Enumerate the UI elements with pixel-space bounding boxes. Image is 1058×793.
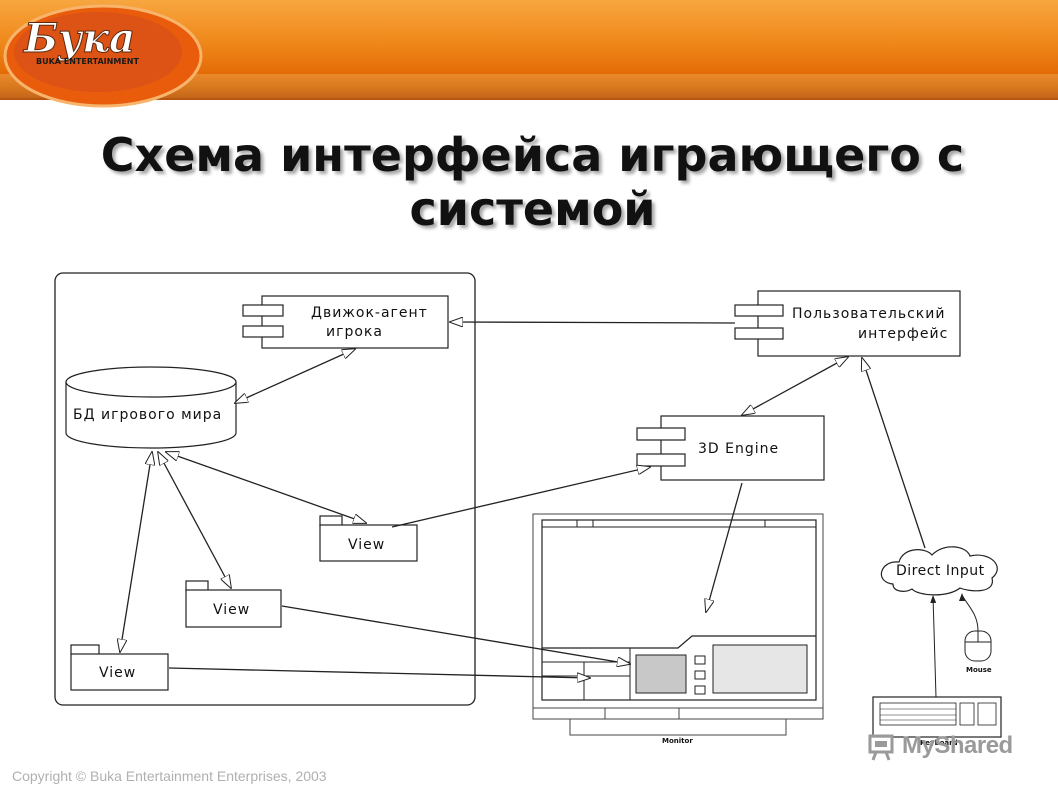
- view-package-3: View: [70, 644, 169, 691]
- direct-input-cloud: Direct Input: [880, 546, 998, 596]
- monitor-device: Monitor: [532, 513, 824, 745]
- user-interface-component: Пользовательский интерфейс: [734, 290, 961, 357]
- arrow-ui-to-agent: [450, 322, 736, 323]
- arrow-view3-to-monitor: [168, 667, 590, 678]
- user-interface-label-2: интерфейс: [858, 326, 948, 342]
- logo-subtext: BUKA ENTERTAINMENT: [36, 57, 139, 66]
- view-package-2: View: [185, 580, 282, 628]
- keyboard-label: Keyboard: [920, 739, 958, 747]
- view-1-label: View: [348, 537, 385, 553]
- view-package-1: View: [319, 515, 418, 562]
- arrow-directinput-to-ui: [862, 358, 926, 549]
- player-agent-label-2: игрока: [326, 324, 383, 340]
- view-2-label: View: [213, 602, 250, 618]
- world-db-label: БД игрового мира: [73, 407, 222, 423]
- system-boundary: [54, 272, 476, 706]
- arrow-db-view3: [120, 452, 152, 652]
- user-interface-label-1: Пользовательский: [792, 306, 945, 322]
- monitor-label: Monitor: [662, 737, 693, 745]
- arrow-view2-to-monitor: [281, 605, 630, 664]
- engine-3d-label: 3D Engine: [698, 441, 779, 457]
- view-3-label: View: [99, 665, 136, 681]
- title-line-2: системой: [409, 182, 656, 236]
- watermark-text: MyShared: [902, 732, 1013, 759]
- arrow-view1-to-engine: [391, 467, 650, 528]
- engine-3d-component: 3D Engine: [636, 415, 825, 481]
- mouse-label: Mouse: [966, 666, 992, 674]
- connectors: [120, 322, 926, 678]
- footer-copyright: Copyright © Buka Entertainment Enterpris…: [12, 768, 327, 784]
- player-agent-component: Движок-агент игрока: [242, 295, 449, 349]
- direct-input-label: Direct Input: [896, 563, 985, 579]
- arrow-engine-to-monitor: [706, 482, 743, 612]
- arrow-agent-db: [235, 349, 355, 403]
- keyboard-device: Keyboard: [872, 595, 1002, 747]
- buka-logo: Бука BUKA ENTERTAINMENT: [3, 4, 203, 108]
- title-line-1: Схема интерфейса играющего с: [100, 128, 965, 182]
- arrow-ui-engine: [742, 357, 848, 415]
- mouse-device: Mouse: [961, 594, 992, 674]
- arrow-db-view1: [166, 452, 366, 523]
- watermark-icon: [868, 734, 894, 761]
- player-agent-label-1: Движок-агент: [311, 305, 428, 321]
- world-database: БД игрового мира: [65, 366, 237, 449]
- myshared-watermark: MyShared: [868, 730, 1028, 766]
- logo-wordmark: Бука: [23, 15, 135, 62]
- slide-title: Схема интерфейса играющего с системой: [60, 128, 1005, 236]
- arrow-db-view2: [158, 452, 231, 588]
